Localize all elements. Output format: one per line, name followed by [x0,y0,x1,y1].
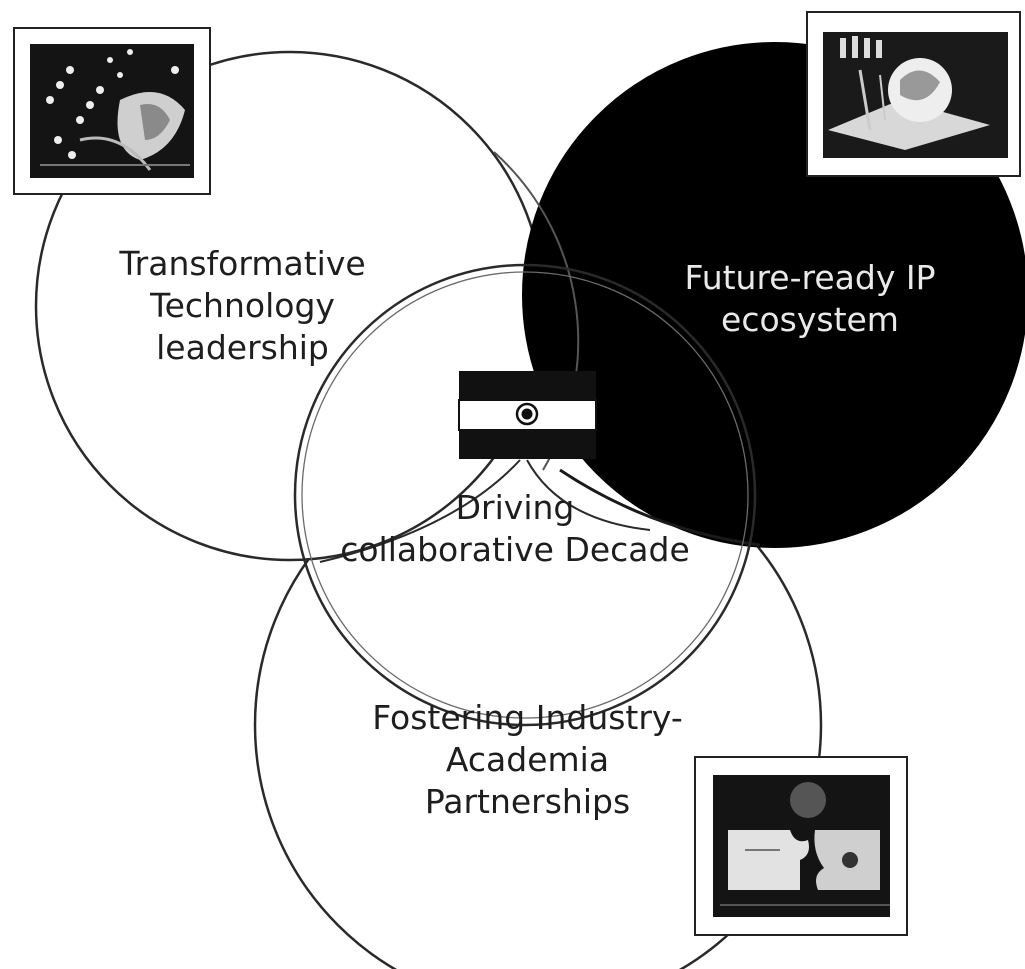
circle-ip-lower-arc [559,468,761,547]
patent-innovation-icon [806,11,1021,177]
circle-center [293,263,757,727]
label-future-ready-ip-ecosystem: Future-ready IP ecosystem [684,258,936,339]
connector-line-left [319,459,521,563]
label-fostering-industry-academia-partnerships: Fostering Industry- Academia Partnership… [372,698,683,821]
circle-center-inner-ring [301,271,749,719]
puzzle-handshake-icon [694,756,908,936]
connector-line-right [526,459,651,531]
label-driving-collaborative-decade: Driving collaborative Decade [340,488,690,569]
circuit-board-icon [13,27,211,195]
india-flag-icon [458,371,597,459]
label-transformative-technology-leadership: Transformative Technology leadership [119,244,366,367]
